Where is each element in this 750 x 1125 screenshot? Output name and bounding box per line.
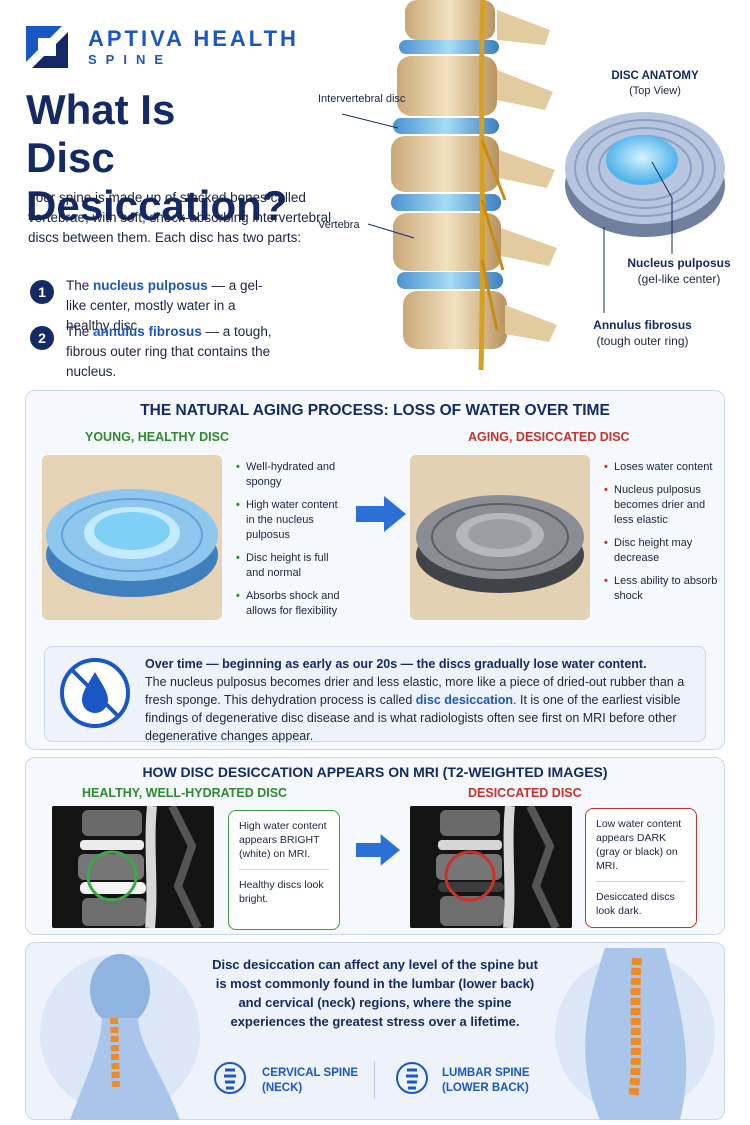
young-disc-heading: YOUNG, HEALTHY DISC <box>85 430 229 444</box>
young-disc-points: •Well-hydrated and spongy •High water co… <box>236 460 346 627</box>
intro-paragraph: Your spine is made up of stacked bones c… <box>28 190 332 245</box>
aging-point: •Loses water content <box>604 461 713 473</box>
aging-disc-points: •Loses water content •Nucleus pulposus b… <box>604 460 719 612</box>
disc-anatomy-title: DISC ANATOMY <box>611 70 699 82</box>
brand-subtitle: SPINE <box>88 52 173 67</box>
lower-back-figure-illustration <box>555 948 715 1120</box>
aging-desiccated-disc-illustration <box>410 455 590 620</box>
nucleus-pulposus-sub: (gel-like center) <box>637 272 721 286</box>
annulus-callout-line <box>603 227 605 313</box>
mri-desiccated-scan <box>410 806 572 928</box>
mri-desiccated-note: Low water content appears DARK (gray or … <box>585 808 697 928</box>
part-2-description: The annulus fibrosus — a tough, fibrous … <box>66 324 272 379</box>
disc-anatomy-subtitle: (Top View) <box>629 85 681 97</box>
young-point: •High water content in the nucleus pulpo… <box>236 499 338 541</box>
arrow-right-icon <box>356 496 406 532</box>
desiccation-info-box <box>44 646 706 742</box>
mri-healthy-heading: HEALTHY, WELL-HYDRATED DISC <box>82 786 288 800</box>
vertebra-callout-line <box>367 223 415 239</box>
vertebra-label: Vertebra <box>318 219 360 231</box>
aptiva-logo-icon <box>26 26 68 68</box>
mri-desiccated-heading: DESICCATED DISC <box>468 786 582 800</box>
part-number-1: 1 <box>30 280 54 304</box>
mri-healthy-scan <box>52 806 214 928</box>
cervical-spine-label: CERVICAL SPINE (NECK) <box>262 1067 359 1094</box>
aging-disc-heading: AGING, DESICCATED DISC <box>468 430 630 444</box>
nucleus-pulposus-label: Nucleus pulposus <box>627 256 731 270</box>
young-point: •Disc height is full and normal <box>236 552 329 579</box>
young-healthy-disc-illustration <box>42 455 222 620</box>
brand-name: APTIVA HEALTH <box>88 26 299 51</box>
part-1-description: The nucleus pulposus — a gel-like center… <box>66 278 263 333</box>
cervical-spine-icon <box>214 1062 246 1094</box>
annulus-fibrosus-label: Annulus fibrosus <box>593 318 692 332</box>
nucleus-callout-line <box>651 161 673 254</box>
desiccation-info-text: Over time — beginning as early as our 20… <box>145 657 685 743</box>
neck-figure-illustration <box>40 954 200 1120</box>
disc-callout-line <box>341 113 399 129</box>
lumbar-spine-label: LUMBAR SPINE (LOWER BACK) <box>442 1067 530 1094</box>
disc-top-view-illustration <box>565 112 725 237</box>
region-divider <box>374 1062 375 1098</box>
spine-regions-text: Disc desiccation can affect any level of… <box>212 957 538 1029</box>
mri-section-title: HOW DISC DESICCATION APPEARS ON MRI (T2-… <box>142 764 608 780</box>
arrow-right-icon <box>356 834 400 866</box>
intervertebral-disc-label: Intervertebral disc <box>318 93 406 105</box>
aging-point: •Nucleus pulposus becomes drier and less… <box>604 484 706 526</box>
page-title: What Is Disc Desiccation? <box>26 86 288 229</box>
young-point: •Absorbs shock and allows for flexibilit… <box>236 590 340 617</box>
no-water-icon <box>60 658 130 728</box>
aging-point: •Less ability to absorb shock <box>604 575 718 602</box>
spine-illustration <box>391 0 557 371</box>
part-number-2: 2 <box>30 326 54 350</box>
young-point: •Well-hydrated and spongy <box>236 461 336 488</box>
aging-section-title: THE NATURAL AGING PROCESS: LOSS OF WATER… <box>140 402 610 419</box>
aging-point: •Disc height may decrease <box>604 537 693 564</box>
mri-healthy-note: High water content appears BRIGHT (white… <box>228 810 340 930</box>
annulus-fibrosus-sub: (tough outer ring) <box>596 334 689 348</box>
lumbar-spine-icon <box>396 1062 428 1094</box>
